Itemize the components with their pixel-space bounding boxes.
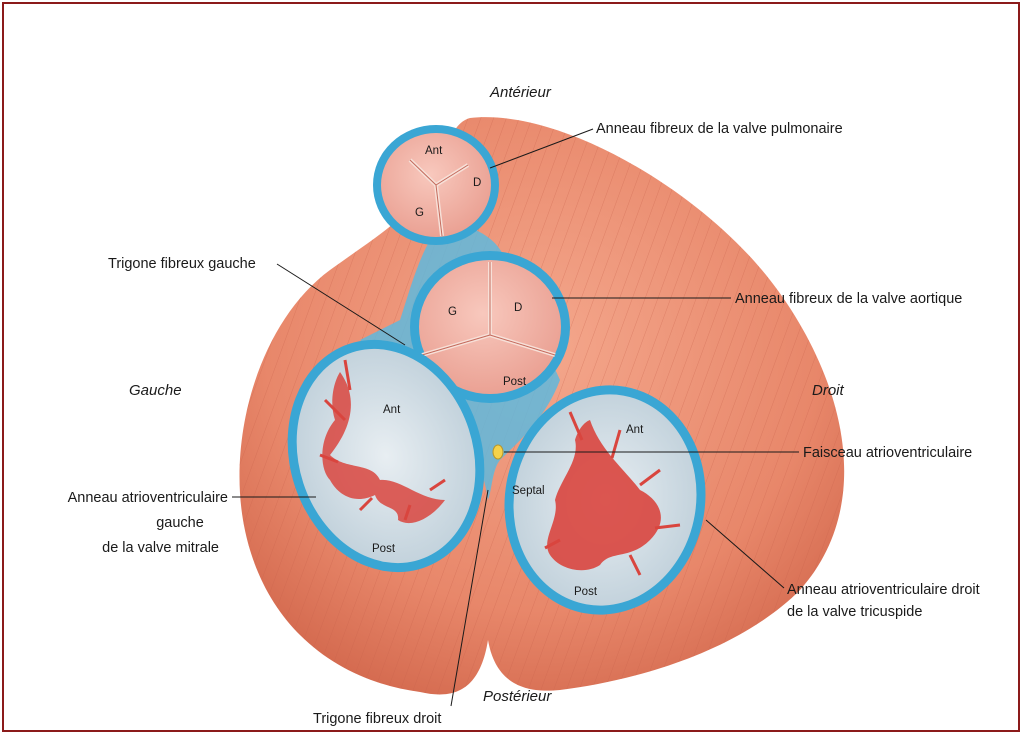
mitral-cusp-post: Post xyxy=(372,543,396,555)
label-pulmonary-ring: Anneau fibreux de la valve pulmonaire xyxy=(596,121,843,137)
aortic-cusp-right: D xyxy=(514,302,522,314)
label-av-bundle: Faisceau atrioventriculaire xyxy=(803,445,972,461)
pulmonary-cusp-right: D xyxy=(473,177,481,189)
orientation-posterior: Postérieur xyxy=(483,688,552,705)
tricuspid-cusp-septal: Septal xyxy=(512,485,545,497)
label-mitral-ring-line1: Anneau atrioventriculaire xyxy=(68,490,228,506)
orientation-right: Droit xyxy=(812,382,845,399)
tricuspid-cusp-ant: Ant xyxy=(626,424,644,436)
av-bundle-marker xyxy=(493,445,503,459)
tricuspid-cusp-post: Post xyxy=(574,586,598,598)
pulmonary-cusp-left: G xyxy=(415,207,424,219)
aortic-cusp-left: G xyxy=(448,306,457,318)
label-left-trigone: Trigone fibreux gauche xyxy=(108,256,256,272)
orientation-anterior: Antérieur xyxy=(489,84,552,101)
label-tricuspid-ring-line1: Anneau atrioventriculaire droit xyxy=(787,582,980,598)
mitral-cusp-ant: Ant xyxy=(383,404,401,416)
label-mitral-ring-line3: de la valve mitrale xyxy=(102,540,219,556)
label-right-trigone: Trigone fibreux droit xyxy=(313,711,441,727)
orientation-left: Gauche xyxy=(129,382,182,399)
label-mitral-ring-line2: gauche xyxy=(156,515,204,531)
pulmonary-cusp-ant: Ant xyxy=(425,145,443,157)
label-tricuspid-ring-line2: de la valve tricuspide xyxy=(787,604,922,620)
label-aortic-ring: Anneau fibreux de la valve aortique xyxy=(735,291,962,307)
aortic-cusp-post: Post xyxy=(503,376,527,388)
